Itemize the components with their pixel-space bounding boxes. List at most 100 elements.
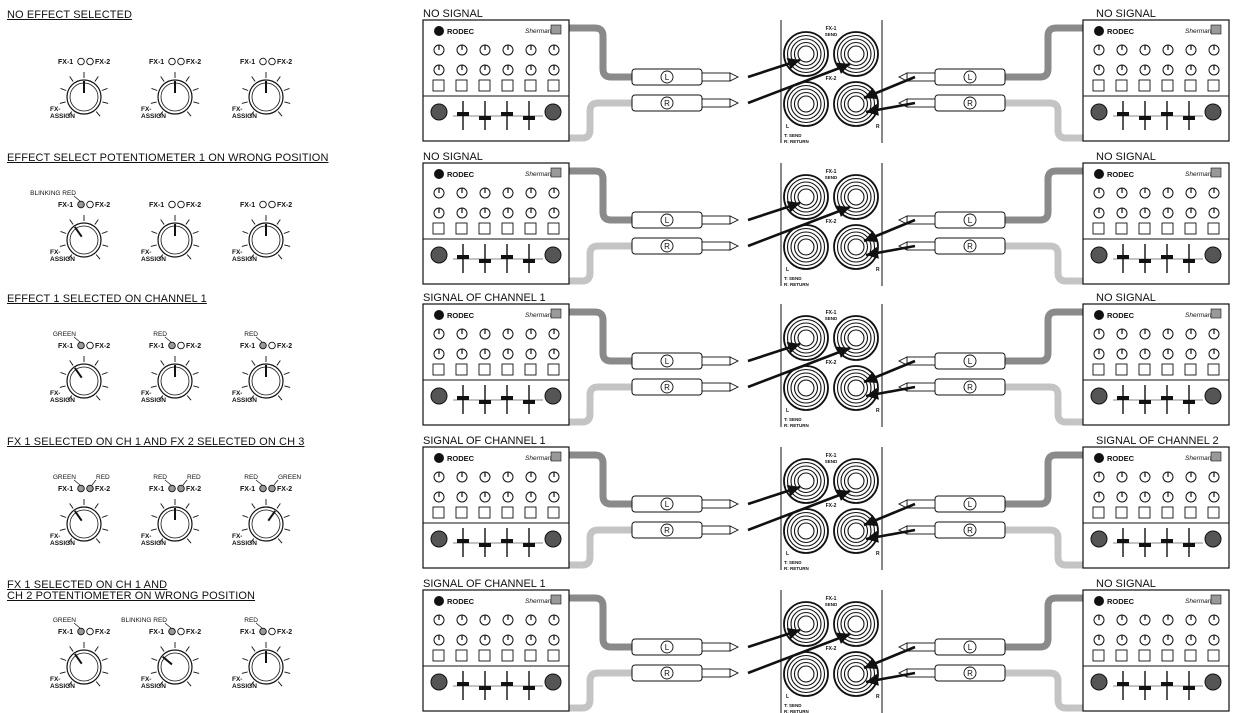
knob-tick [192, 231, 199, 234]
cable-right-channel [565, 99, 632, 142]
cable-set-left: LR [565, 451, 740, 569]
fx1-label: FX-1 [240, 629, 255, 636]
socket-ring [847, 188, 865, 206]
fx1-led [259, 627, 267, 636]
knob-body [248, 506, 284, 542]
mixer-frame [422, 303, 570, 426]
knob-tick [193, 671, 200, 674]
knob-tick [193, 101, 200, 104]
channel-button [1115, 79, 1128, 92]
signal-arrowhead [866, 673, 879, 686]
fx-assign-label: ASSIGN [232, 256, 257, 263]
right-signal-label: NO SIGNAL [1096, 151, 1156, 163]
signal-arrowhead [836, 346, 850, 358]
socket-ring [790, 231, 822, 263]
fx1-led [77, 484, 85, 493]
channel-button [1138, 363, 1151, 376]
fader-cap [1161, 255, 1173, 259]
plug-tip [729, 525, 740, 535]
fx2-label: FX-2 [186, 486, 201, 493]
fx-assign-label: ASSIGN [232, 113, 257, 120]
cable-left-channel [1005, 594, 1085, 651]
plug-sleeve [701, 72, 731, 82]
led-status-label: RED [244, 331, 258, 338]
plug-channel-badge [963, 497, 977, 511]
socket-ring [793, 91, 819, 117]
fader-cap [523, 259, 535, 263]
rodec-logo-icon [1094, 310, 1104, 320]
knob-tick [251, 219, 256, 225]
socket-ring [836, 368, 876, 408]
knob-tick [277, 395, 283, 401]
knob-tick [94, 219, 99, 225]
fx1-label: FX-1 [240, 486, 255, 493]
fader-cap [1139, 686, 1151, 690]
cable-left-channel [565, 24, 632, 81]
knob-ring [69, 366, 99, 396]
fx-jack-socket [783, 601, 829, 647]
rodec-logo-icon [434, 26, 444, 36]
brand-label: RODEC [1107, 454, 1135, 463]
knob-tick [151, 658, 158, 661]
signal-arrowhead [866, 530, 879, 543]
jack-legend: T: SEND [784, 276, 802, 281]
knob-tick [67, 681, 73, 687]
socket-ring [843, 468, 869, 494]
knob-body [66, 649, 102, 685]
fx2-label: FX-2 [186, 343, 201, 350]
channel-button [524, 506, 537, 519]
knob-tick [276, 503, 281, 509]
channel-button [1207, 222, 1220, 235]
knob-tick [150, 101, 157, 104]
model-label: Sherman [525, 598, 552, 605]
gain-knob [430, 103, 448, 121]
knob-tick [158, 254, 164, 260]
signal-arrow [747, 632, 851, 675]
plug-channel-badge [660, 213, 674, 227]
socket-ring [836, 227, 876, 267]
scenario-title: CH 2 POTENTIOMETER ON WRONG POSITION [7, 590, 256, 602]
socket-outer [833, 365, 879, 411]
socket-ring [847, 615, 865, 633]
gain-knob [430, 530, 448, 548]
knob-tick [186, 681, 192, 687]
socket-ring [797, 45, 815, 63]
socket-ring [793, 468, 819, 494]
led-status-label: BLINKING RED [121, 617, 167, 624]
socket-ring [836, 461, 876, 501]
jack-l-label: L [786, 267, 789, 273]
fx-jack-socket [783, 31, 829, 77]
jack-plug-L: L [631, 495, 740, 513]
knob-tick [242, 515, 249, 518]
socket-ring [836, 84, 876, 124]
fader-cap [1183, 543, 1195, 547]
knob-tick [95, 681, 101, 687]
fx2-led [86, 627, 94, 636]
channel-button [432, 222, 445, 235]
knob-tick [158, 681, 164, 687]
knob-tick [95, 254, 101, 260]
plug-channel-label: L [968, 357, 973, 366]
cable-right-channel [1005, 242, 1085, 285]
socket-ring [797, 615, 815, 633]
knob-tick [151, 515, 158, 518]
